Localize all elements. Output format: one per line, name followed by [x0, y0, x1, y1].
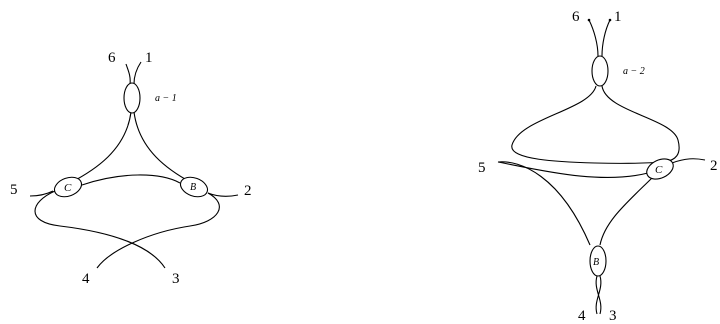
right-leg-1 — [601, 19, 611, 57]
right-diagram: C B a − 2 6 1 5 2 4 3 — [478, 9, 718, 324]
right-vertex-b — [589, 245, 607, 277]
right-leg-6-label: 6 — [572, 9, 580, 25]
right-vertex-c — [646, 158, 674, 180]
left-leg-5 — [29, 190, 54, 197]
right-leg-5-label: 5 — [478, 160, 486, 176]
right-leg-1-label: 1 — [614, 9, 622, 25]
right-vertex-b-label: B — [593, 257, 599, 268]
right-leg-2 — [671, 158, 706, 164]
left-leg-3-path — [34, 190, 166, 269]
right-leg-6-dot — [587, 18, 591, 22]
right-leg-4-label: 4 — [578, 308, 586, 324]
right-leg-3 — [595, 275, 602, 315]
left-vertex-top — [123, 82, 141, 114]
right-vertex-top-label: a − 2 — [623, 66, 645, 77]
left-vertex-top-label: a − 1 — [155, 93, 177, 104]
right-leg-2-label: 2 — [710, 158, 718, 174]
left-leg-6 — [125, 63, 131, 85]
right-vertex-c-label: C — [655, 164, 663, 176]
left-edge-top-b — [133, 111, 193, 184]
right-leg-3-label: 3 — [609, 308, 617, 324]
left-edge-c-b — [81, 174, 181, 186]
right-edge-c-to-b — [599, 174, 656, 246]
left-vertex-c — [53, 176, 83, 198]
left-leg-2-label: 2 — [244, 183, 252, 199]
left-leg-1 — [133, 61, 142, 85]
left-leg-4-path — [96, 192, 220, 269]
right-leg-1-dot — [608, 18, 612, 22]
left-edge-top-c — [69, 111, 132, 184]
right-edge-5-to-c — [497, 161, 649, 178]
left-diagram: C B a − 1 6 1 5 2 4 3 — [10, 50, 252, 287]
right-leg-6 — [588, 19, 599, 57]
left-leg-4-label: 4 — [82, 271, 90, 287]
right-vertex-top — [591, 55, 609, 87]
right-loop-left — [511, 85, 666, 164]
right-leg-5-to-b — [497, 161, 591, 246]
left-leg-1-label: 1 — [145, 50, 153, 66]
left-vertex-c-label: C — [64, 182, 72, 194]
right-loop-right — [601, 85, 680, 163]
left-leg-3-label: 3 — [172, 271, 180, 287]
left-vertex-b-label: B — [190, 182, 196, 193]
left-leg-5-label: 5 — [10, 182, 18, 198]
left-vertex-b — [179, 176, 209, 198]
left-leg-6-label: 6 — [108, 50, 116, 66]
